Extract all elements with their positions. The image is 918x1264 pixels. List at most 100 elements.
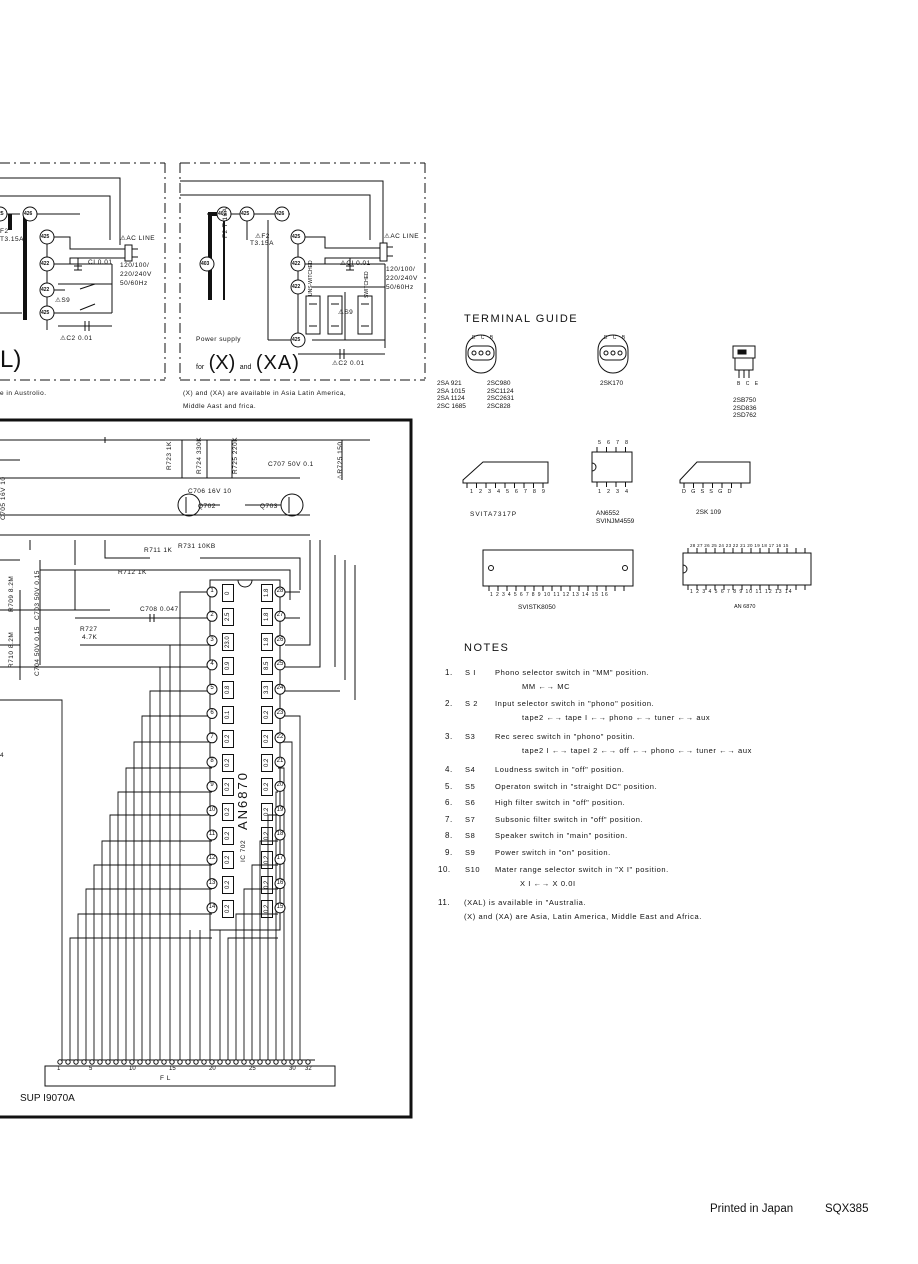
fl-pin — [65, 1059, 71, 1065]
sk109-pins: D G S S G D — [682, 489, 734, 495]
ic-left-pin-voltage: 0 — [222, 584, 234, 602]
fl-pin — [289, 1059, 295, 1065]
ic-right-pin-voltage: 0.2 — [261, 851, 273, 870]
ic-right-pin-num: 23 — [276, 709, 284, 716]
power-supply-title-line2: for (X) and (XA) — [196, 352, 300, 374]
note-number: 6. — [445, 798, 453, 807]
ic-right-pin-19 — [274, 805, 286, 817]
node-422b-r: 422 — [292, 284, 301, 290]
sip9-name: SVITA7317P — [470, 511, 518, 518]
sk109-name: 2SK 109 — [696, 509, 721, 516]
node-425c-l: 425 — [41, 310, 50, 316]
right-voltage-3: 50/60Hz — [386, 284, 414, 291]
an-name: AN 6870 — [734, 604, 756, 610]
right-voltage-2: 220/240V — [386, 275, 418, 282]
fl-pin — [201, 1059, 207, 1065]
note-text: Loudness switch in "off" position. — [495, 765, 625, 774]
left-fuse-rating: T3.15A — [0, 236, 24, 243]
node-422-r: 422 — [292, 261, 301, 267]
note-number: 7. — [445, 815, 453, 824]
ic-right-pin-26 — [274, 635, 286, 647]
node-422b-l: 422 — [41, 287, 50, 293]
note-number: 4. — [445, 765, 453, 774]
left-voltage-1: 120/100/ — [120, 262, 150, 269]
ic-right-pin-16 — [274, 878, 286, 890]
fl-pin-number: 20 — [209, 1066, 216, 1072]
sk170-name: 2SK170 — [600, 380, 624, 387]
note-number: 11. — [438, 898, 451, 907]
right-caption-1: (X) and (XA) are available in Asia Latin… — [183, 390, 347, 397]
to92-list-b: 2SC980 2SC1124 2SC2631 2SC828 — [487, 380, 515, 410]
ic-left-pin-num: 14 — [208, 903, 216, 910]
to92-pins-a: E C B — [472, 335, 496, 341]
terminal-guide-title: TERMINAL GUIDE — [464, 313, 579, 325]
ic-left-pin-13 — [206, 878, 218, 890]
left-cap-c2: ⚠C2 0.01 — [60, 335, 93, 342]
ic-right-pin-24 — [274, 683, 286, 695]
note-switch: S6 — [465, 798, 476, 807]
q703-label: Q703 — [260, 503, 278, 510]
right-fuse1: F2 T 16A — [222, 207, 229, 239]
r727-value: 4.7K — [82, 634, 98, 641]
note-text: Operaton switch in "straight DC" positio… — [495, 782, 658, 791]
ic-right-pin-num: 18 — [276, 831, 284, 837]
note-number: 10. — [438, 865, 451, 874]
fl-pin — [225, 1059, 231, 1065]
node-401: 401 — [218, 211, 227, 217]
r724-label: R724 330K — [196, 436, 203, 474]
ic-right-pin-num: 22 — [276, 733, 284, 740]
note-switch: S9 — [465, 848, 476, 857]
ic-right-pin-17 — [274, 853, 286, 865]
fl-pin — [305, 1059, 311, 1065]
ic-left-pin-num: 3 — [210, 636, 214, 643]
c704-label: C704 50V 0.15 — [34, 626, 41, 676]
stk-pins: 1 2 3 4 5 6 7 8 9 10 11 12 13 14 15 16 — [490, 592, 609, 598]
board-ref: SUP I9070A — [20, 1093, 75, 1104]
ic-ref: IC 702 — [240, 839, 247, 862]
c708-label: C708 0.047 — [140, 606, 179, 613]
right-fuse2: ⚠F2 — [255, 233, 270, 240]
ic-left-pin-1 — [206, 586, 218, 598]
doc-code: SQX385 — [825, 1203, 869, 1215]
ic-right-pin-27 — [274, 610, 286, 622]
fl-pin — [217, 1059, 223, 1065]
r723-label: R723 1K — [166, 441, 173, 470]
ic-right-pin-voltage: 0.2 — [261, 729, 273, 748]
ic-right-pin-num: 26 — [276, 636, 284, 643]
fl-pin — [145, 1059, 151, 1065]
fl-label: F L — [160, 1075, 171, 1082]
note-text: Rec serec switch in "phono" positin. — [495, 732, 636, 741]
ic-right-pin-num: 20 — [276, 782, 284, 789]
ic-left-pin-12 — [206, 853, 218, 865]
ic-right-pin-voltage: 0.2 — [261, 705, 273, 724]
left-switch-s9: ⚠S9 — [55, 297, 71, 304]
ic-left-pin-voltage: 23.0 — [222, 632, 234, 651]
ic-right-pin-voltage: 0.2 — [261, 802, 273, 821]
ic-left-pin-num: 9 — [210, 782, 214, 789]
fl-pin — [169, 1059, 175, 1065]
ic-right-pin-20 — [274, 780, 286, 792]
ic-left-pin-voltage: 0.8 — [222, 681, 234, 700]
note-subtext: tape2 I ←→ tapeI 2 ←→ off ←→ phono ←→ tu… — [522, 746, 752, 755]
fl-pin-number: 32 — [305, 1066, 312, 1072]
fl-pin-number: 25 — [249, 1066, 256, 1072]
c707-label: C707 50V 0.1 — [268, 461, 314, 468]
fl-pin-number: 5 — [89, 1066, 93, 1072]
ic-left-pin-num: 7 — [210, 733, 214, 740]
dip8-name1: AN6552 — [596, 510, 620, 517]
ic-left-pin-9 — [206, 780, 218, 792]
ic-right-pin-voltage: 8.5 — [261, 656, 273, 675]
r711-label: R711 1K — [144, 547, 173, 554]
fl-pin — [249, 1059, 255, 1065]
to92-list-a: 2SA 921 2SA 1015 2SA 1124 2SC 1685 — [437, 380, 466, 410]
fl-pin — [177, 1059, 183, 1065]
ic-left-pin-num: 8 — [210, 758, 214, 765]
notes-title: NOTES — [464, 642, 510, 654]
fl-pin — [297, 1059, 303, 1065]
fl-pin — [281, 1059, 287, 1065]
note-number: 5. — [445, 782, 453, 791]
fl-pin — [193, 1059, 199, 1065]
fl-pin — [105, 1059, 111, 1065]
note-switch: S7 — [465, 815, 476, 824]
fl-pin — [113, 1059, 119, 1065]
